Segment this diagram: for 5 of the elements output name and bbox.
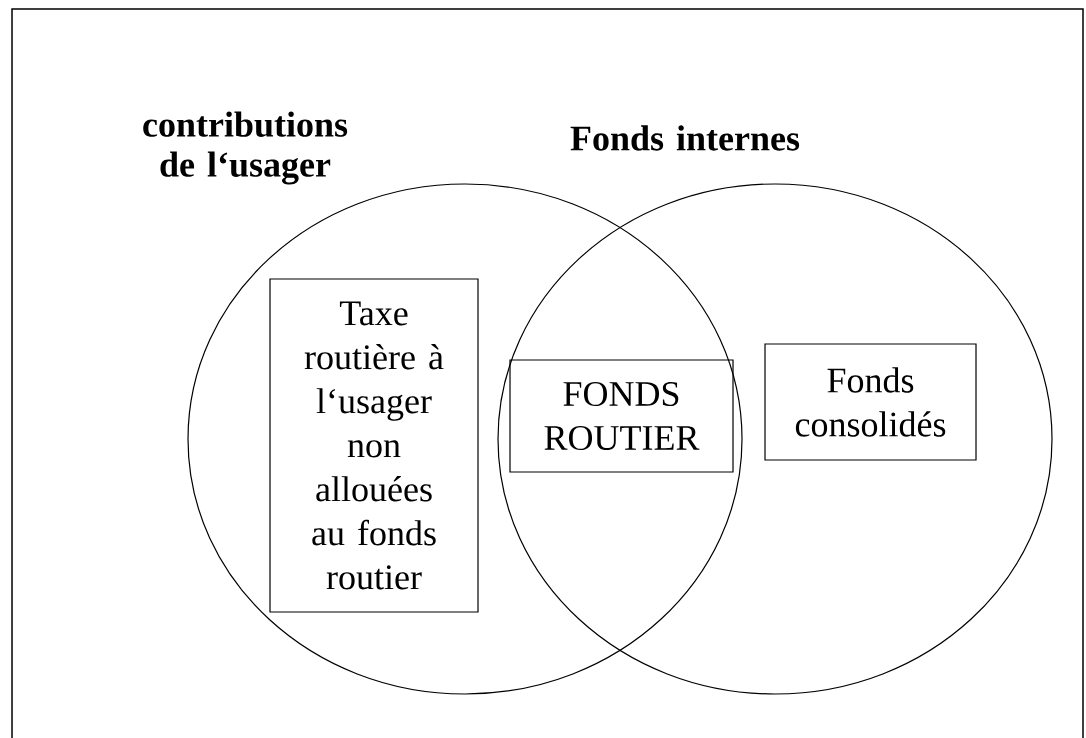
text-box: Fonds consolidés — [764, 343, 977, 461]
text-box: FONDS ROUTIER — [509, 359, 734, 473]
circle-heading: contributions de l‘usager — [143, 111, 348, 185]
text-box: Taxe routière à l‘usager non allouées au fonds routier — [269, 278, 479, 613]
circle-heading: Fonds internes — [570, 125, 800, 151]
